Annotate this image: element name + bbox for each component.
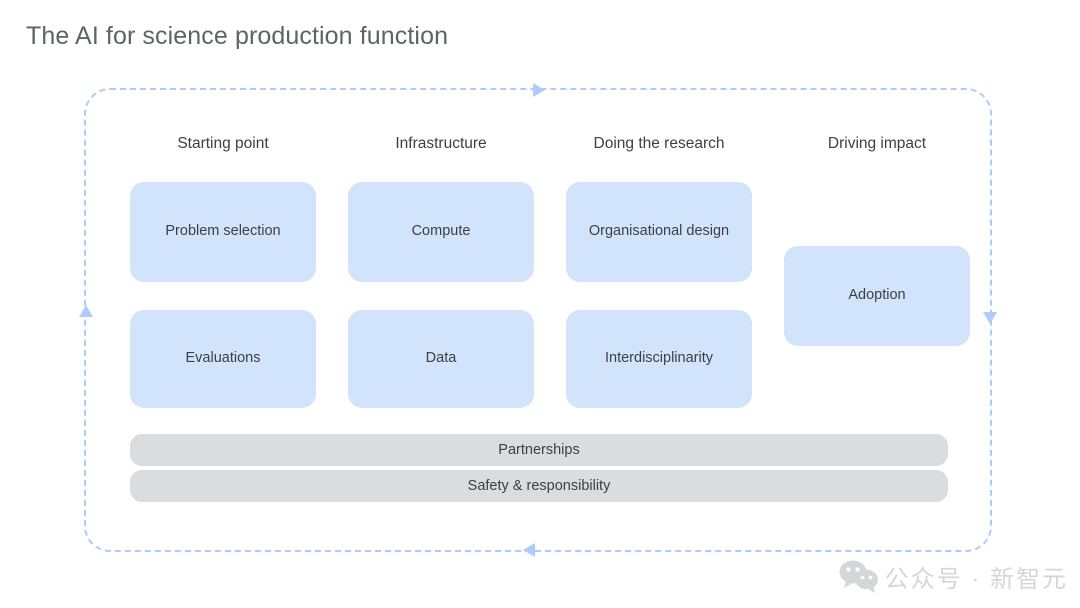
cycle-arrow-left-icon [523,543,535,557]
wechat-icon [839,560,878,593]
grid-column-starting-point: Problem selection Evaluations [130,182,316,410]
watermark: 公众号 · 新智元 [839,559,1068,594]
card-evaluations[interactable]: Evaluations [130,310,316,408]
cycle-container: Starting point Infrastructure Doing the … [79,83,997,557]
column-header-infrastructure: Infrastructure [395,135,487,152]
column-header-driving-impact: Driving impact [827,135,927,152]
foundation-bar-partnerships[interactable]: Partnerships [130,434,948,466]
grid-column-infrastructure: Compute Data [348,182,534,410]
card-data[interactable]: Data [348,310,534,408]
grid-column-driving-impact: Adoption [784,182,970,410]
foundation-bars: Partnerships Safety & responsibility [130,434,948,502]
column-header-doing-the-research: Doing the research [593,135,725,152]
card-problem-selection[interactable]: Problem selection [130,182,316,282]
column-header-starting-point: Starting point [177,135,269,152]
grid-column-doing-the-research: Organisational design Interdisciplinarit… [566,182,752,410]
foundation-bar-safety-responsibility[interactable]: Safety & responsibility [130,470,948,502]
column-headers: Starting point Infrastructure Doing the … [130,135,970,153]
card-grid: Problem selection Evaluations Compute Da… [130,182,970,410]
cycle-arrow-right-icon [533,83,545,97]
card-compute[interactable]: Compute [348,182,534,282]
page-title: The AI for science production function [26,22,449,50]
card-adoption[interactable]: Adoption [784,246,970,346]
card-organisational-design[interactable]: Organisational design [566,182,752,282]
watermark-text: 公众号 · 新智元 [884,566,1068,593]
cycle-arrow-down-icon [983,312,997,324]
card-interdisciplinarity[interactable]: Interdisciplinarity [566,310,752,408]
cycle-arrow-up-icon [79,305,93,317]
